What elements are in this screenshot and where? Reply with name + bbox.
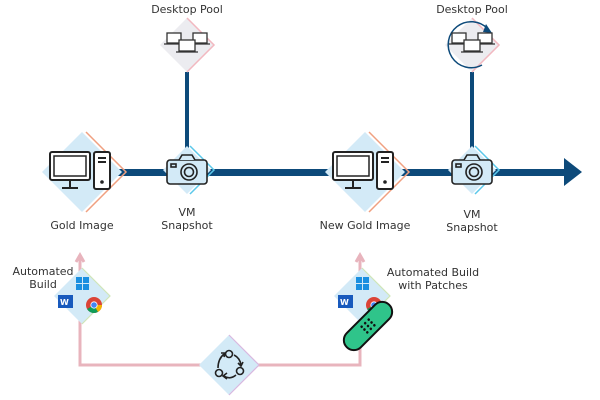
diamond-accent bbox=[189, 145, 216, 195]
snapshot-1-label-line2: Snapshot bbox=[161, 219, 213, 232]
new-gold-image-label: New Gold Image bbox=[319, 219, 411, 232]
build-1-label-line1: Automated bbox=[12, 265, 74, 278]
refresh-arrowhead bbox=[483, 24, 492, 33]
arrow-up-left bbox=[74, 251, 86, 263]
windows-logo-icon bbox=[356, 277, 369, 290]
arrow-up-right bbox=[354, 251, 366, 263]
camera-icon bbox=[166, 154, 208, 185]
chrome-icon bbox=[86, 297, 102, 313]
build-2-label-line1: Automated Build bbox=[386, 266, 480, 279]
cycle-arrows-icon bbox=[214, 349, 245, 380]
vm-snapshot-node-2[interactable] bbox=[448, 145, 501, 195]
desktop-computer-icon bbox=[49, 151, 111, 190]
diamond-accent bbox=[228, 334, 260, 396]
snapshot-2-label-line2: Snapshot bbox=[446, 221, 498, 234]
automated-build-patches-node[interactable]: W bbox=[334, 267, 396, 354]
diamond-accent bbox=[81, 267, 111, 325]
refresh-circle-icon bbox=[447, 20, 489, 69]
gold-image-node[interactable] bbox=[42, 131, 128, 213]
build-2-label-line2: with Patches bbox=[398, 279, 468, 292]
pool-connector-1 bbox=[185, 72, 189, 162]
timeline-arrowhead bbox=[564, 158, 582, 186]
pool-connector-2 bbox=[470, 72, 474, 160]
svg-text:W: W bbox=[340, 298, 349, 307]
desktop-pool-1[interactable] bbox=[160, 17, 216, 73]
diamond-accent bbox=[471, 17, 501, 73]
desktop-pool-2[interactable] bbox=[445, 17, 501, 73]
gold-image-label: Gold Image bbox=[50, 219, 114, 232]
camera-icon bbox=[451, 154, 493, 185]
snapshot-2-label-line1: VM bbox=[463, 208, 481, 221]
automated-build-node[interactable]: W bbox=[54, 267, 111, 325]
diamond-accent bbox=[368, 131, 411, 213]
bandage-icon bbox=[342, 300, 394, 352]
diamond-accent bbox=[85, 131, 128, 213]
svg-text:W: W bbox=[60, 298, 69, 307]
vm-snapshot-node-1[interactable] bbox=[163, 145, 216, 195]
new-gold-image-node[interactable] bbox=[325, 131, 411, 213]
desktop-pool-1-label: Desktop Pool bbox=[151, 3, 223, 16]
desktop-pool-2-label: Desktop Pool bbox=[436, 3, 508, 16]
laptops-icon bbox=[164, 32, 210, 53]
diamond bbox=[199, 335, 259, 395]
snapshot-1-label-line1: VM bbox=[178, 206, 196, 219]
cycle-node[interactable] bbox=[199, 334, 260, 396]
build-1-label-line2: Build bbox=[29, 278, 57, 291]
laptops-icon bbox=[449, 32, 495, 53]
diamond-accent bbox=[474, 145, 501, 195]
word-icon: W bbox=[58, 295, 73, 308]
desktop-computer-icon bbox=[332, 151, 394, 190]
diamond-accent bbox=[186, 17, 216, 73]
windows-logo-icon bbox=[76, 277, 89, 290]
word-icon: W bbox=[338, 295, 353, 308]
